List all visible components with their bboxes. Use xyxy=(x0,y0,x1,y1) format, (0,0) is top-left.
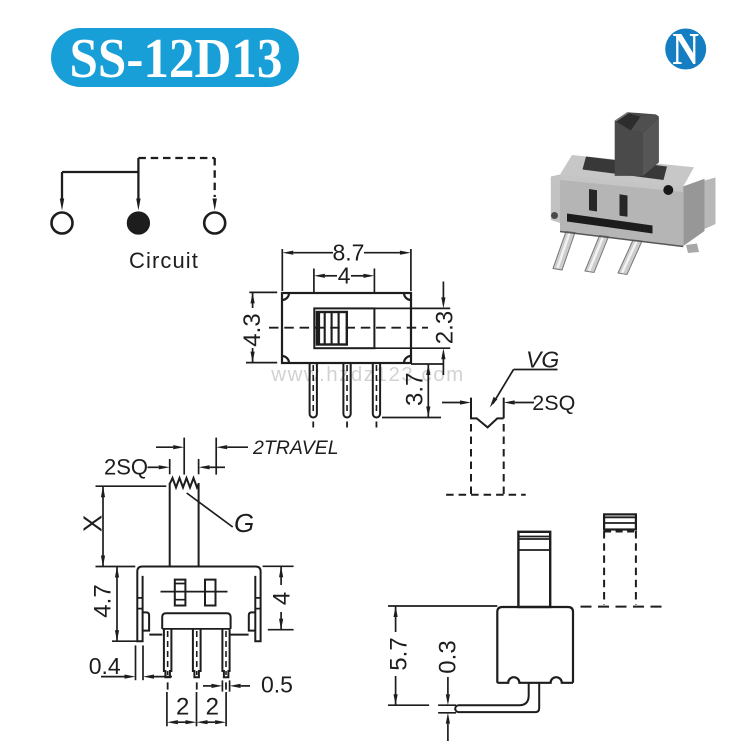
svg-text:2SQ: 2SQ xyxy=(104,455,148,480)
svg-text:2SQ: 2SQ xyxy=(532,391,575,415)
svg-text:X: X xyxy=(78,515,108,532)
svg-text:3.7: 3.7 xyxy=(402,373,429,406)
svg-text:2: 2 xyxy=(176,694,189,721)
svg-text:4.7: 4.7 xyxy=(90,584,117,617)
svg-text:4: 4 xyxy=(269,592,296,605)
svg-text:2.3: 2.3 xyxy=(432,311,459,344)
svg-text:2TRAVEL: 2TRAVEL xyxy=(252,437,339,459)
svg-text:G: G xyxy=(234,508,254,538)
svg-text:Circuit: Circuit xyxy=(129,248,199,273)
svg-text:SS-12D13: SS-12D13 xyxy=(70,28,283,90)
svg-text:N: N xyxy=(672,24,699,75)
svg-text:www.hzdz123.com: www.hzdz123.com xyxy=(270,363,464,386)
svg-text:5.7: 5.7 xyxy=(385,637,412,670)
svg-text:0.3: 0.3 xyxy=(434,640,461,673)
svg-text:4: 4 xyxy=(338,263,351,289)
svg-text:0.4: 0.4 xyxy=(89,653,121,679)
svg-text:0.5: 0.5 xyxy=(261,672,293,698)
svg-text:8.7: 8.7 xyxy=(333,240,365,266)
svg-text:4.3: 4.3 xyxy=(239,313,266,346)
svg-text:2: 2 xyxy=(206,694,219,721)
svg-text:VG: VG xyxy=(526,347,559,373)
